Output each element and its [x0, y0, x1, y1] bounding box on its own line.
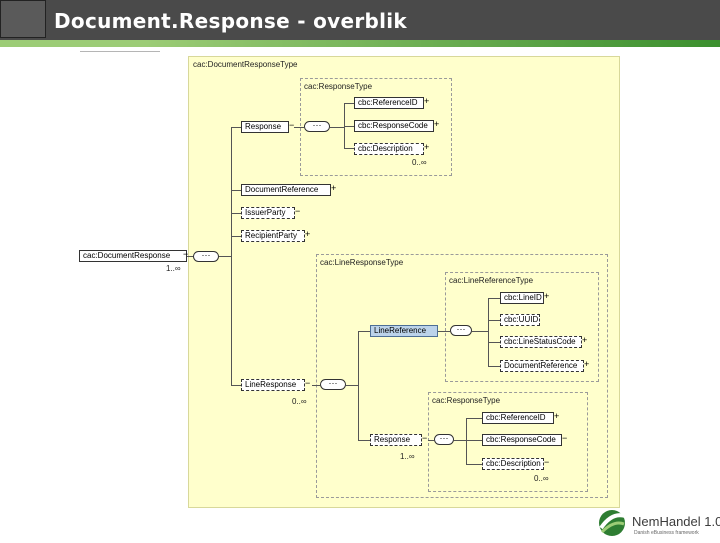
expand-icon[interactable]: +	[434, 119, 440, 129]
response-child-responsecode[interactable]: cbc:ResponseCode	[354, 120, 434, 132]
line-reference-child-documentreference[interactable]: DocumentReference	[500, 360, 584, 372]
inner-response-child-responsecode[interactable]: cbc:ResponseCode	[482, 434, 562, 446]
line-reference-child-linestatuscode[interactable]: cbc:LineStatusCode	[500, 336, 582, 348]
expand-icon[interactable]: +	[424, 142, 430, 152]
line-response-cardinality: 0..∞	[292, 397, 307, 406]
connector	[344, 103, 354, 104]
title-bar: Document.Response - overblik	[0, 0, 720, 40]
inner-response-child-referenceid[interactable]: cbc:ReferenceID	[482, 412, 554, 424]
logo-name: NemHandel 1.0	[632, 514, 720, 529]
sequence-icon: ···	[320, 379, 346, 390]
connector	[358, 331, 359, 440]
logo-tagline: Danish eBusiness framework	[634, 530, 699, 536]
connector	[231, 127, 232, 385]
root-expand-icon[interactable]: −	[183, 249, 189, 259]
expand-icon[interactable]: +	[582, 335, 588, 345]
inner-response-cardinality: 1..∞	[400, 452, 415, 461]
nemhandel-logo-icon	[599, 510, 626, 536]
expand-icon[interactable]: −	[544, 457, 550, 467]
response-child-referenceid[interactable]: cbc:ReferenceID	[354, 97, 424, 109]
line-response-element[interactable]: LineResponse	[241, 379, 305, 391]
connector	[438, 331, 450, 332]
expand-icon[interactable]: +	[584, 359, 590, 369]
connector	[231, 236, 241, 237]
connector	[358, 331, 370, 332]
expand-icon[interactable]: −	[295, 206, 301, 216]
connector	[312, 385, 320, 386]
panel-type-label: cac:DocumentResponseType	[193, 60, 298, 69]
line-reference-child-uuid[interactable]: cbc:UUID	[500, 314, 540, 326]
line-response-type-label: cac:LineResponseType	[320, 258, 404, 267]
inner-response-child-description[interactable]: cbc:Description	[482, 458, 544, 470]
issuer-party-element[interactable]: IssuerParty	[241, 207, 295, 219]
title-square	[0, 0, 46, 38]
connector	[219, 256, 231, 257]
connector	[294, 127, 304, 128]
sequence-icon: ···	[450, 325, 472, 336]
response-child-description[interactable]: cbc:Description	[354, 143, 424, 155]
response-element[interactable]: Response	[241, 121, 289, 133]
connector	[344, 148, 354, 149]
connector	[488, 366, 500, 367]
connector	[231, 127, 241, 128]
divider-line	[80, 51, 160, 52]
document-reference-element[interactable]: DocumentReference	[241, 184, 331, 196]
connector	[231, 213, 241, 214]
connector	[231, 385, 241, 386]
connector	[472, 331, 488, 332]
line-reference-type-box	[445, 272, 599, 382]
response-type-label: cac:ResponseType	[304, 82, 373, 91]
nemhandel-logo	[596, 508, 716, 538]
connector	[488, 320, 500, 321]
expand-icon[interactable]: −	[305, 378, 311, 388]
root-cardinality: 1..∞	[166, 264, 181, 273]
line-reference-element[interactable]: LineReference	[370, 325, 438, 337]
response-expand-icon[interactable]: −	[289, 120, 295, 130]
line-reference-type-label: cac:LineReferenceType	[449, 276, 534, 285]
recipient-party-element[interactable]: RecipientParty	[241, 230, 305, 242]
expand-icon[interactable]: −	[422, 433, 428, 443]
expand-icon[interactable]: +	[554, 411, 560, 421]
expand-icon[interactable]: +	[305, 229, 311, 239]
expand-icon[interactable]: +	[544, 291, 550, 301]
inner-description-cardinality: 0..∞	[534, 474, 549, 483]
expand-icon[interactable]: +	[331, 183, 337, 193]
connector	[466, 418, 467, 464]
line-response-type-box	[316, 254, 608, 498]
expand-icon[interactable]: +	[424, 96, 430, 106]
inner-response-type-box	[428, 392, 588, 492]
sequence-icon: ···	[434, 434, 454, 445]
connector	[187, 256, 193, 257]
expand-icon[interactable]: −	[562, 433, 568, 443]
connector	[454, 440, 466, 441]
connector	[466, 418, 482, 419]
slide-title: Document.Response - overblik	[54, 9, 408, 33]
connector	[344, 126, 354, 127]
sequence-icon: ···	[193, 251, 219, 262]
inner-response-type-label: cac:ResponseType	[432, 396, 501, 405]
line-reference-child-lineid[interactable]: cbc:LineID	[500, 292, 544, 304]
connector	[488, 342, 500, 343]
root-element[interactable]: cac:DocumentResponse	[79, 250, 187, 262]
connector	[231, 190, 241, 191]
connector	[428, 440, 434, 441]
connector	[488, 298, 489, 366]
connector	[330, 127, 344, 128]
connector	[358, 440, 370, 441]
connector	[346, 385, 358, 386]
green-accent-bar	[0, 40, 720, 47]
connector	[466, 464, 482, 465]
sequence-icon: ···	[304, 121, 330, 132]
connector	[488, 298, 500, 299]
connector	[466, 440, 482, 441]
inner-response-element[interactable]: Response	[370, 434, 422, 446]
description-cardinality: 0..∞	[412, 158, 427, 167]
